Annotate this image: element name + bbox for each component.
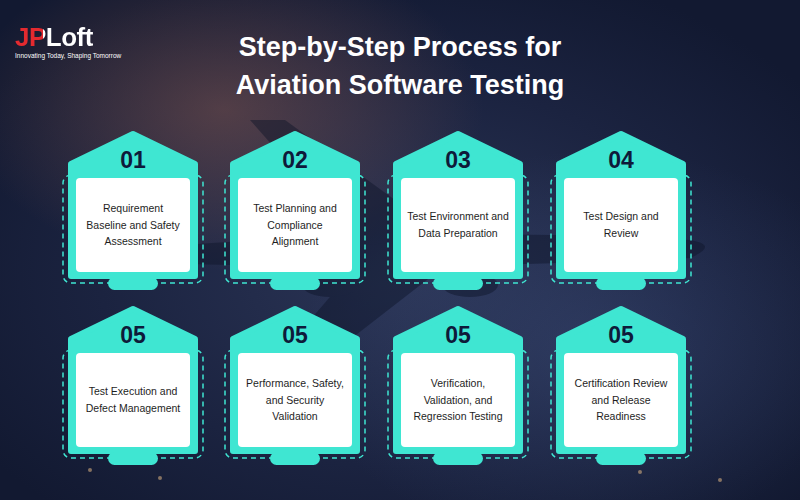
process-card: 04Test Design and Review [550,130,692,292]
step-text-box: Requirement Baseline and Safety Assessme… [76,178,190,272]
step-number: 05 [550,322,692,349]
step-label: Requirement Baseline and Safety Assessme… [82,200,184,250]
process-card: 05Certification Review and Release Readi… [550,305,692,467]
step-label: Performance, Safety, and Security Valida… [244,375,346,425]
step-label: Test Environment and Data Preparation [407,208,509,242]
step-label: Test Planning and Compliance Alignment [244,200,346,250]
process-card: 02Test Planning and Compliance Alignment [224,130,366,292]
process-card: 05Verification, Validation, and Regressi… [387,305,529,467]
step-number: 05 [224,322,366,349]
step-number: 02 [224,147,366,174]
step-text-box: Test Execution and Defect Management [76,353,190,447]
process-card: 05Test Execution and Defect Management [62,305,204,467]
step-label: Test Design and Review [570,208,672,242]
step-text-box: Certification Review and Release Readine… [564,353,678,447]
step-text-box: Test Environment and Data Preparation [401,178,515,272]
process-card: 03Test Environment and Data Preparation [387,130,529,292]
step-text-box: Test Design and Review [564,178,678,272]
process-card: 01Requirement Baseline and Safety Assess… [62,130,204,292]
step-text-box: Test Planning and Compliance Alignment [238,178,352,272]
step-text-box: Performance, Safety, and Security Valida… [238,353,352,447]
step-label: Test Execution and Defect Management [82,383,184,417]
step-number: 05 [387,322,529,349]
step-label: Verification, Validation, and Regression… [407,375,509,425]
step-number: 01 [62,147,204,174]
step-number: 05 [62,322,204,349]
diagram-title: Step-by-Step Process for Aviation Softwa… [190,28,610,105]
logo-text: JPLoft [15,22,93,53]
step-label: Certification Review and Release Readine… [570,375,672,425]
step-text-box: Verification, Validation, and Regression… [401,353,515,447]
process-card: 05Performance, Safety, and Security Vali… [224,305,366,467]
logo-tagline: Innovating Today, Shaping Tomorrow [15,52,121,59]
step-number: 03 [387,147,529,174]
step-number: 04 [550,147,692,174]
